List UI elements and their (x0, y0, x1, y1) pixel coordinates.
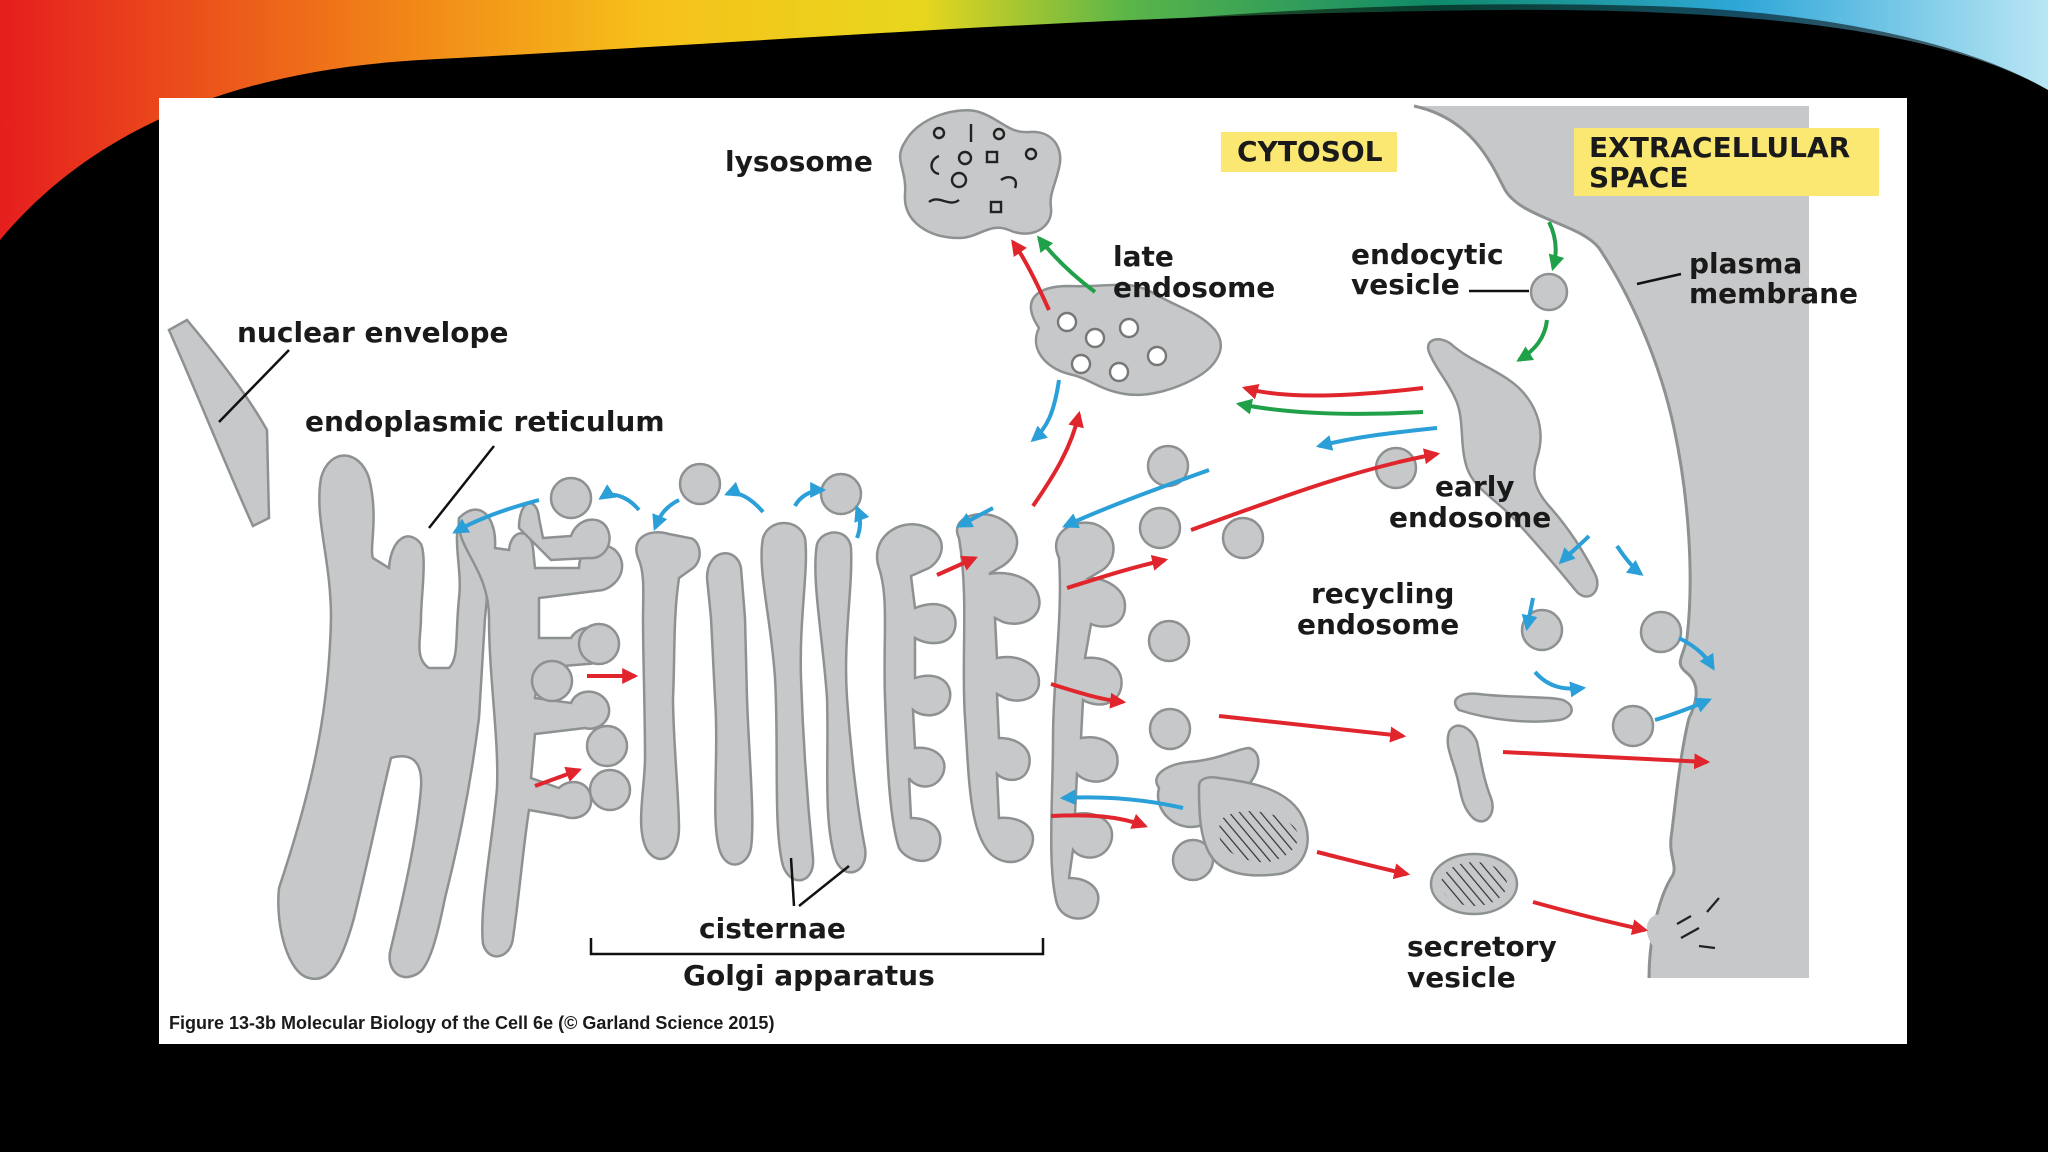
constitutive-vesicle (1446, 724, 1494, 823)
lysosome-contents (928, 124, 1038, 214)
golgi-cisterna-3 (760, 521, 815, 882)
cisternae-leader (789, 857, 796, 907)
golgi-vesicle (1148, 707, 1192, 751)
secretory-vesicle-label-line1: secretory (1407, 930, 1557, 963)
extracellular-space (1414, 106, 1809, 978)
golgi-cisterna-7 (1049, 521, 1127, 920)
transport-vesicle (549, 476, 593, 520)
cytosol-box (1221, 132, 1397, 172)
golgi-apparatus-label: Golgi apparatus (683, 959, 935, 992)
plasma-membrane (1413, 104, 1698, 979)
extracellular-label-line2: SPACE (1589, 161, 1688, 194)
golgi-cisterna-6 (955, 512, 1041, 864)
golgi-cisterna-4 (814, 531, 867, 874)
cisternae-label: cisternae (699, 912, 846, 945)
endocytic-vesicle-label-line2: vesicle (1351, 268, 1460, 301)
plasma-membrane-leader (1636, 272, 1682, 286)
exocytosis-site (1646, 914, 1689, 957)
nuclear-envelope-label: nuclear envelope (237, 316, 509, 349)
recycling-vesicle (1611, 704, 1655, 748)
endocytic-vesicle-label-line1: endocytic (1351, 238, 1504, 271)
transport-vesicle (588, 768, 632, 812)
extracellular-box (1574, 128, 1879, 196)
recycling-endosome-label-line2: endosome (1297, 608, 1459, 641)
lysosome-label: lysosome (725, 145, 873, 178)
secretory-vesicle-label-line2: vesicle (1407, 961, 1516, 994)
transport-vesicle (678, 462, 722, 506)
transport-vesicle (577, 622, 621, 666)
endoplasmic-reticulum-label: endoplasmic reticulum (305, 405, 665, 438)
nuclear-envelope-fragment (167, 318, 271, 528)
lysosome (898, 109, 1062, 240)
golgi-cisterna-2 (705, 552, 754, 866)
figure-caption: Figure 13-3b Molecular Biology of the Ce… (169, 1013, 774, 1033)
released-cargo (1676, 897, 1720, 950)
late-endosome-label-line1: late (1113, 240, 1174, 273)
decorative-swoosh (0, 0, 2048, 240)
transport-vesicle (530, 659, 574, 703)
golgi-vesicle (1221, 516, 1265, 560)
recycling-vesicle (1639, 610, 1683, 654)
plasma-membrane-label-line1: plasma (1689, 247, 1802, 280)
extracellular-label-line1: EXTRACELLULAR (1589, 131, 1850, 164)
golgi-cisterna-1 (635, 531, 701, 861)
granule-cargo (1218, 811, 1299, 863)
early-endosome-label-line2: endosome (1389, 501, 1551, 534)
figure-panel: CYTOSOL EXTRACELLULAR SPACE (159, 98, 1907, 1044)
endocytic-vesicle (1529, 272, 1569, 312)
golgi-vesicle (1138, 506, 1182, 550)
golgi-bracket (589, 938, 1045, 956)
secretory-vesicle-cargo (1441, 862, 1507, 906)
golgi-cisterna-5 (875, 523, 957, 862)
er-leader (428, 445, 495, 529)
cytosol-label: CYTOSOL (1237, 135, 1383, 168)
nuclear-envelope-leader (218, 349, 290, 423)
endomembrane-diagram: CYTOSOL EXTRACELLULAR SPACE (167, 104, 1879, 1033)
cisternae-leader (798, 865, 850, 907)
late-endosome-label-line2: endosome (1113, 271, 1275, 304)
transport-vesicle (585, 724, 629, 768)
recycling-endosome-label-line1: recycling (1311, 577, 1454, 610)
transport-vesicle (819, 472, 863, 516)
plasma-membrane-label-line2: membrane (1689, 277, 1858, 310)
recycling-endosome (1453, 692, 1573, 723)
early-endosome-label-line1: early (1435, 470, 1515, 503)
golgi-vesicle (1147, 619, 1191, 663)
early-endosome (1426, 338, 1599, 598)
late-endosome-intraluminal-vesicles (1056, 311, 1168, 383)
